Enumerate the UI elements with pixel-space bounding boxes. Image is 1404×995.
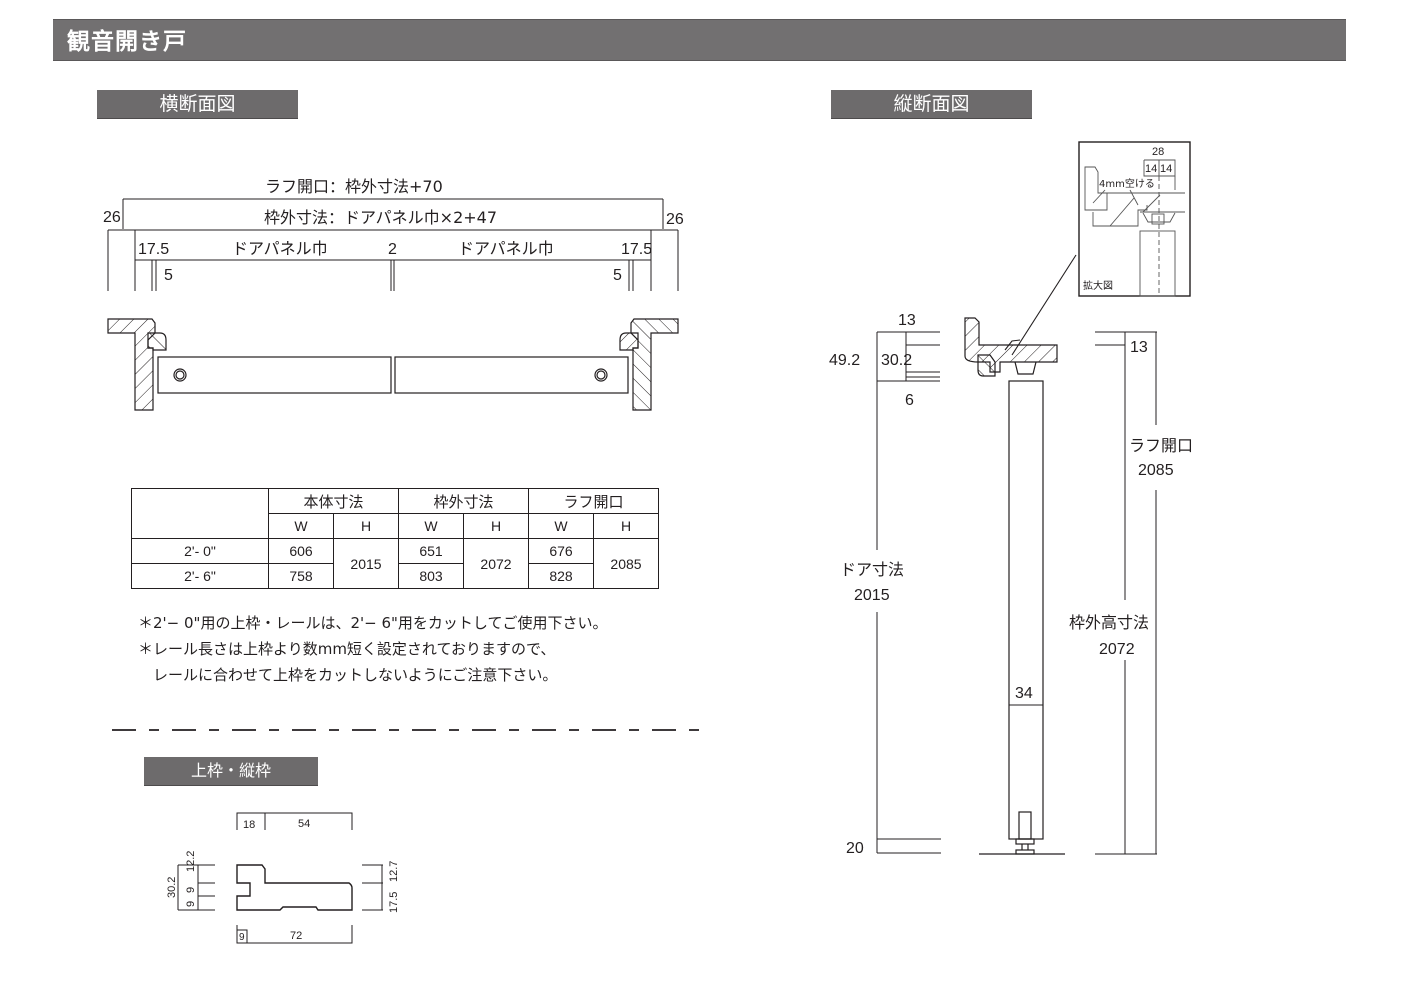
frame-dim-left-9a: 9 (185, 887, 197, 893)
panel-label-left: ドアパネル巾 (232, 239, 328, 258)
frame-dim-right-17-5: 17.5 (388, 892, 400, 913)
edge-right: 17.5 (621, 241, 652, 258)
rough-opening-formula: ラフ開口：枠外寸法+70 (265, 177, 443, 196)
detail-leader-line (1004, 254, 1077, 356)
frame-height-value: 2072 (1099, 641, 1135, 658)
frame-dim-left-12-2: 12.2 (185, 851, 197, 872)
body-w-cell: 606 (268, 538, 334, 564)
frame-w-cell: 651 (398, 538, 464, 564)
group-body-size: 本体寸法 (268, 488, 399, 514)
inner-right: 5 (613, 267, 622, 284)
rough-w-cell: 676 (528, 538, 594, 564)
section-label-frame: 上枠・縦枠 (144, 757, 318, 786)
door-panel-right (394, 356, 629, 394)
right-frame-profile (619, 318, 679, 411)
spec-table: 本体寸法 枠外寸法 ラフ開口 W H W H W H 2'- 0" 606 20… (131, 488, 659, 589)
vertical-left-dimensions (876, 331, 941, 854)
left-frame-profile (107, 318, 167, 411)
hinge-right-inner (596, 370, 606, 380)
subheader-h: H (333, 513, 399, 539)
dim-49-2: 49.2 (829, 352, 860, 369)
size-cell: 2'- 6" (131, 563, 269, 589)
detail-gap-note: 4mm空ける (1099, 177, 1155, 190)
rough-h-cell: 2085 (593, 538, 659, 589)
frame-outer-formula: 枠外寸法：ドアパネル巾×2+47 (264, 208, 497, 227)
door-panel-left (157, 356, 392, 394)
frame-height-label: 枠外高寸法 (1069, 613, 1149, 632)
hinge-left-outer (173, 368, 187, 382)
subheader-h: H (593, 513, 659, 539)
body-w-cell: 758 (268, 563, 334, 589)
vertical-right-dimensions (1095, 331, 1157, 855)
section-label-vertical: 縦断面図 (831, 90, 1032, 119)
body-h-cell: 2015 (333, 538, 399, 589)
dim-top-13-left: 13 (898, 312, 916, 329)
group-rough-opening: ラフ開口 (528, 488, 659, 514)
hinge-right-outer (594, 368, 608, 382)
title-bar (53, 19, 1346, 61)
section-label-horizontal: 横断面図 (97, 90, 298, 119)
subheader-w: W (528, 513, 594, 539)
hinge-left-inner (175, 370, 185, 380)
detail-width-total: 28 (1152, 146, 1164, 158)
detail-label: 拡大図 (1083, 279, 1113, 292)
frame-h-cell: 2072 (463, 538, 529, 589)
side-offset-left: 26 (103, 209, 121, 226)
frame-dim-bottom-72: 72 (290, 930, 302, 942)
door-panels (157, 356, 629, 394)
frame-dim-left-30-2: 30.2 (166, 877, 178, 898)
frame-dim-top-54: 54 (298, 818, 310, 830)
center-gap: 2 (388, 241, 397, 258)
note-2: ＊レール長さは上枠より数mm短く設定されておりますので、 (138, 640, 556, 658)
frame-profile-drawing (177, 812, 383, 944)
panel-34: 34 (1015, 685, 1033, 702)
subheader-w: W (398, 513, 464, 539)
rough-w-cell: 828 (528, 563, 594, 589)
door-dimension-value: 2015 (854, 587, 890, 604)
edge-left: 17.5 (138, 241, 169, 258)
inner-left: 5 (164, 267, 173, 284)
detail-width-half-b: 14 (1160, 163, 1172, 175)
head-frame-profile (964, 317, 1058, 377)
table-header-row: 本体寸法 枠外寸法 ラフ開口 (131, 488, 659, 539)
size-cell: 2'- 0" (131, 538, 269, 564)
rough-opening-value: 2085 (1138, 462, 1174, 479)
group-frame-outer: 枠外寸法 (398, 488, 529, 514)
side-offset-right: 26 (666, 211, 684, 228)
subheader-h: H (463, 513, 529, 539)
detail-box (1078, 141, 1191, 297)
dim-top-13-right: 13 (1130, 339, 1148, 356)
door-dimension-label: ドア寸法 (840, 560, 904, 579)
frame-dim-left-9b: 9 (185, 901, 197, 907)
subheader-w: W (268, 513, 334, 539)
detail-width-half-a: 14 (1145, 163, 1157, 175)
page-title: 観音開き戸 (67, 29, 187, 55)
rough-opening-label: ラフ開口 (1129, 436, 1193, 455)
table-row: 2'- 0" 606 2015 651 2072 676 2085 (131, 538, 659, 589)
note-1: ＊2'− 0"用の上枠・レールは、2'− 6"用をカットしてご使用下さい。 (138, 614, 608, 632)
door-leaf (979, 380, 1065, 855)
table-corner-cell (131, 488, 269, 539)
frame-w-cell: 803 (398, 563, 464, 589)
table-row: 2'- 6" 758 803 828 (131, 563, 659, 589)
frame-dim-right-12-7: 12.7 (388, 861, 400, 882)
panel-label-right: ドアパネル巾 (458, 239, 554, 258)
note-3: レールに合わせて上枠をカットしないようにご注意下さい。 (138, 666, 558, 684)
bottom-gap: 20 (846, 840, 864, 857)
frame-dim-bottom-9: 9 (239, 932, 245, 943)
dim-6: 6 (905, 392, 914, 409)
dim-30-2: 30.2 (881, 352, 912, 369)
frame-dim-top-18: 18 (243, 819, 255, 831)
horizontal-dimensions (107, 198, 679, 291)
